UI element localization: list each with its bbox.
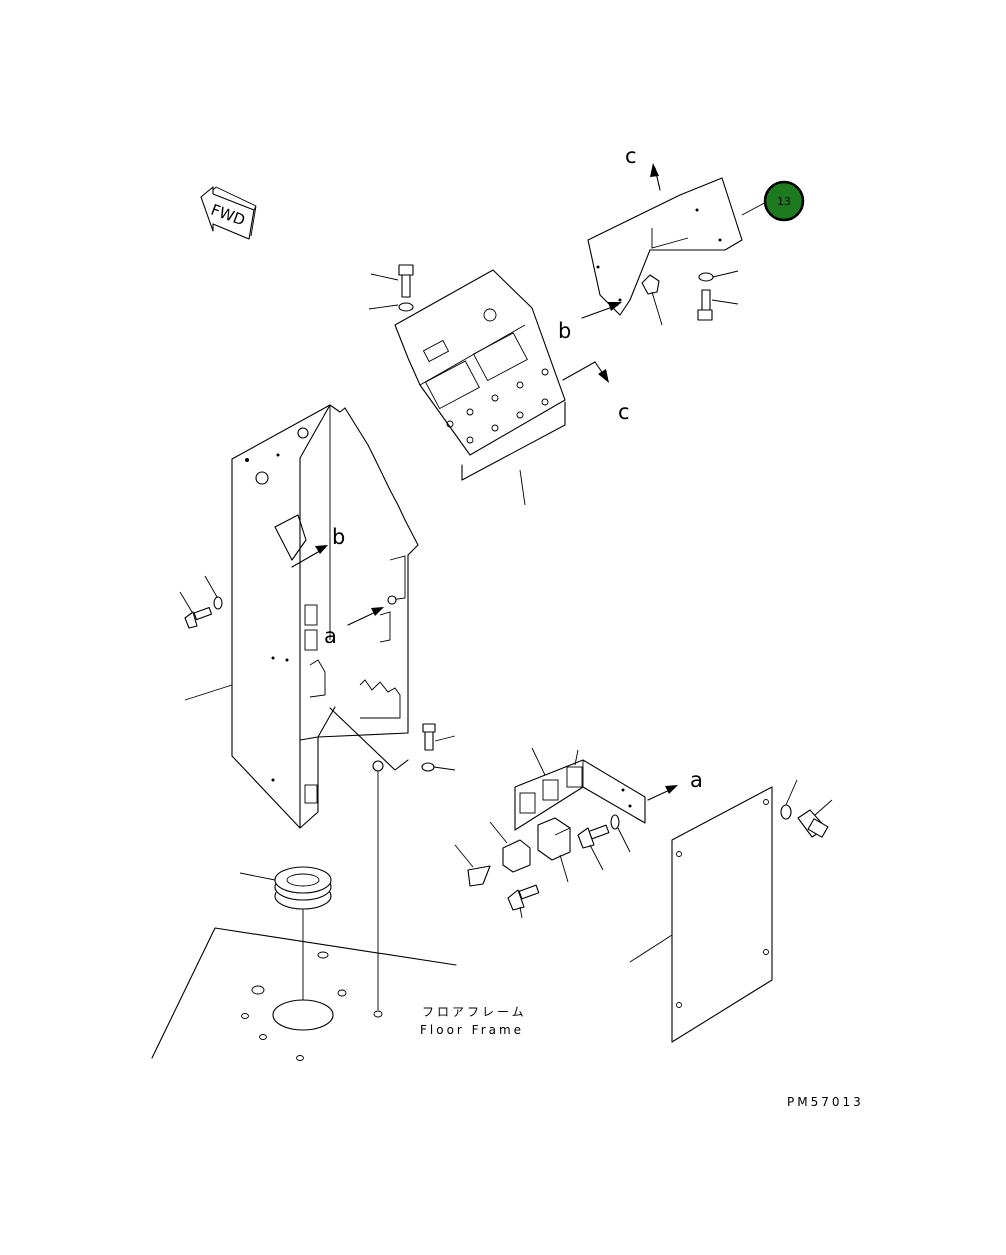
callout-b-right: b xyxy=(558,319,571,343)
grommet-icon xyxy=(239,866,332,1000)
fwd-arrow-icon: FWD xyxy=(200,186,257,240)
screw-icon xyxy=(507,814,631,919)
callout-a-bracket: a xyxy=(690,768,703,792)
callout-c-panel: c xyxy=(618,400,630,424)
side-bolt-icon xyxy=(179,575,223,629)
item-number-badge-text: 13 xyxy=(777,195,791,208)
base-bolt-icon xyxy=(372,723,456,1010)
callout-arrows xyxy=(291,163,678,801)
floor-frame-label-en: Floor Frame xyxy=(420,1023,524,1037)
item-number-badge[interactable]: 13 xyxy=(763,180,805,222)
floor-frame-label-jp: フロアフレーム xyxy=(422,1005,527,1019)
callout-a-frame: a xyxy=(324,624,337,648)
part-code-label: PM57013 xyxy=(787,1095,864,1109)
relay-bracket xyxy=(514,747,646,831)
terminal-block-icon xyxy=(537,817,571,883)
console-frame xyxy=(184,404,419,829)
relay-block-icon xyxy=(489,821,531,873)
bolt-icon xyxy=(398,264,414,312)
clip-icon xyxy=(454,844,491,887)
callout-b-upper: b xyxy=(332,525,345,549)
floor-frame xyxy=(151,927,457,1061)
instrument-panel xyxy=(368,269,566,506)
cover-plate xyxy=(629,779,833,1043)
callout-c-top: c xyxy=(625,144,637,168)
